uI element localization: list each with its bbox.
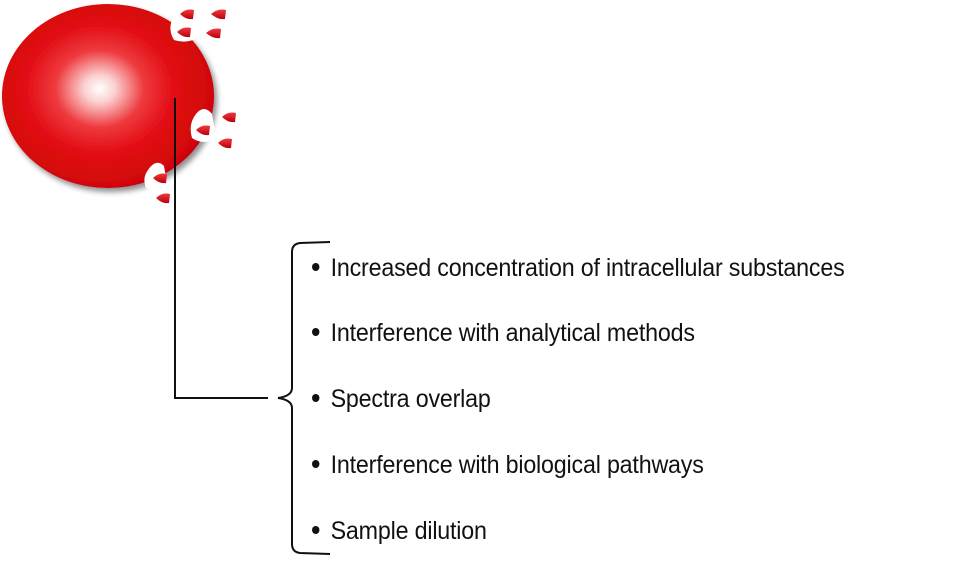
bullet-icon [312,460,320,469]
effect-label: Increased concentration of intracellular… [330,254,845,282]
bullet-icon [312,263,320,272]
list-item: Interference with biological pathways [312,450,704,480]
effect-label: Spectra overlap [330,385,491,413]
connector-line [174,98,268,399]
list-item: Sample dilution [312,516,487,546]
effect-label: Interference with analytical methods [330,319,695,347]
bullet-icon [312,526,320,535]
effect-label: Sample dilution [330,517,487,545]
leaking-droplets-icon [153,9,236,204]
bullet-icon [312,328,320,337]
bullet-icon [312,394,320,403]
effect-label: Interference with biological pathways [330,451,704,479]
red-blood-cell-icon [2,4,216,191]
list-item: Increased concentration of intracellular… [312,253,845,283]
curly-brace [277,241,331,555]
list-item: Interference with analytical methods [312,318,695,348]
list-item: Spectra overlap [312,384,491,414]
